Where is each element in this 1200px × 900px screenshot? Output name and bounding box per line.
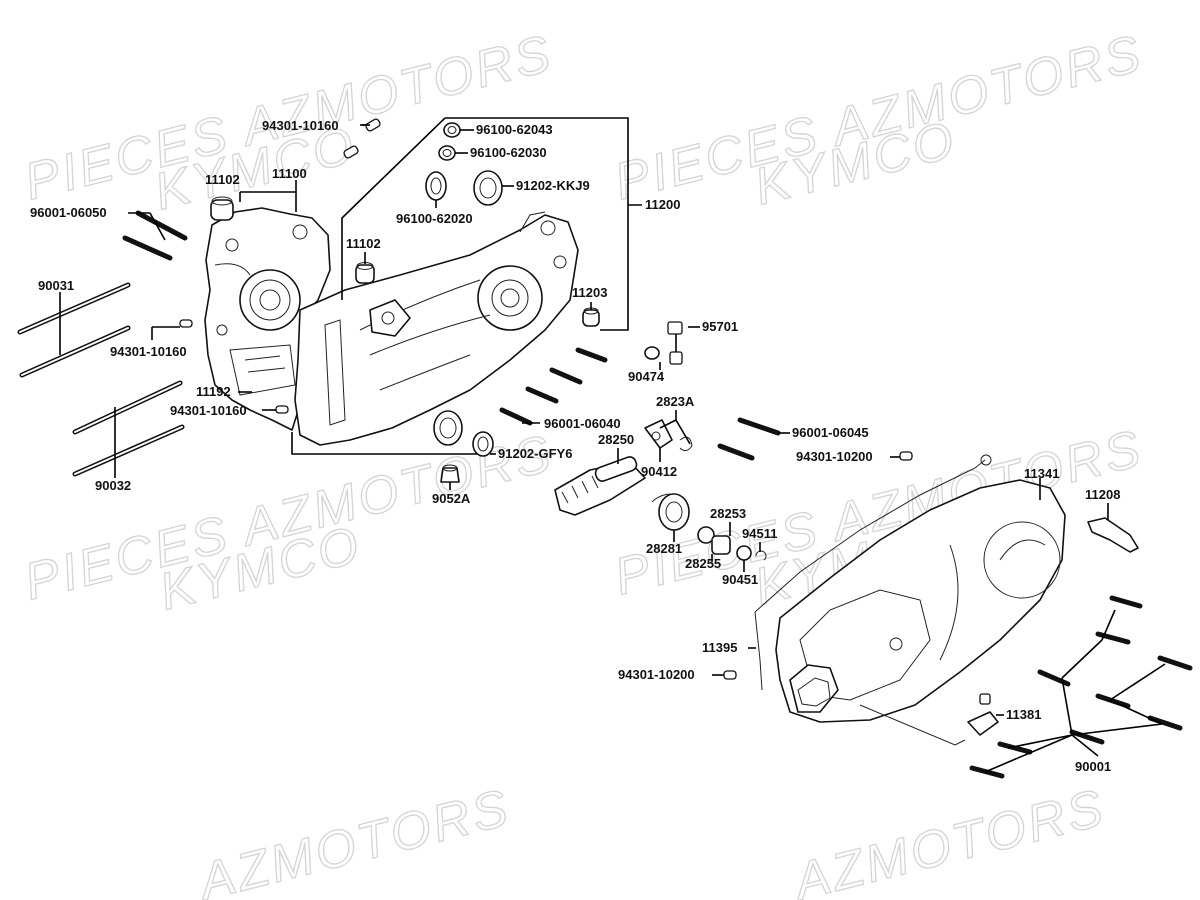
pin-94301-10200-low (723, 670, 737, 680)
label-9052A: 9052A (432, 491, 471, 506)
clip-90412 (679, 436, 693, 452)
label-11102: 11102 (346, 236, 381, 251)
studs-90032 (72, 380, 185, 477)
label-11192: 11192 (196, 384, 231, 399)
label-11200: 11200 (645, 197, 680, 212)
part-labels: 94301-10160 96100-62043 96100-62030 9120… (30, 118, 1120, 774)
label-11395: 11395 (702, 640, 737, 655)
leader-lines (59, 124, 1166, 773)
kick-shaft-28250 (554, 456, 646, 516)
label-28255: 28255 (685, 556, 721, 571)
oil-seal-91202-GFY6 (472, 431, 494, 457)
label-96100-62030: 96100-62030 (470, 145, 547, 160)
washer-90474 (644, 346, 660, 360)
label-11381: 11381 (1006, 707, 1041, 722)
label-91202-GFY6: 91202-GFY6 (498, 446, 572, 461)
label-96100-62020: 96100-62020 (396, 211, 473, 226)
label-90032: 90032 (95, 478, 131, 493)
studs-90031 (17, 282, 131, 378)
right-crankcase-11200 (294, 211, 579, 446)
label-11341: 11341 (1024, 466, 1059, 481)
gasket-11395 (754, 454, 992, 691)
label-94301-10200: 94301-10200 (796, 449, 873, 464)
label-94301-10160: 94301-10160 (262, 118, 339, 133)
pin-94301-10200-top (899, 451, 913, 461)
label-2823A: 2823A (656, 394, 695, 409)
seal-96100-62030 (438, 145, 456, 161)
washer-28255 (697, 526, 715, 544)
bolts-90001 (969, 595, 1193, 779)
clip-94511 (755, 550, 767, 561)
label-94301-10160: 94301-10160 (110, 344, 187, 359)
seal-lower-left (433, 410, 463, 446)
washer-90451 (736, 545, 752, 561)
label-11203: 11203 (572, 285, 607, 300)
label-90412: 90412 (641, 464, 677, 479)
group-bracket-11200 (291, 117, 642, 455)
gear-28281 (651, 493, 690, 531)
label-94301-10200: 94301-10200 (618, 667, 695, 682)
label-96001-06040: 96001-06040 (544, 416, 621, 431)
oil-seal-91202-KKJ9 (473, 170, 503, 206)
watermark-text: AZMOTORS (191, 779, 516, 900)
label-96001-06045: 96001-06045 (792, 425, 869, 440)
label-90001: 90001 (1075, 759, 1111, 774)
label-11100: 11100 (272, 166, 307, 181)
dowel-11102-b (355, 262, 375, 284)
label-96100-62043: 96100-62043 (476, 122, 553, 137)
bracket-11208 (1087, 517, 1139, 553)
label-90451: 90451 (722, 572, 758, 587)
label-28281: 28281 (646, 541, 682, 556)
label-94511: 94511 (742, 526, 777, 541)
pin-94301-10160-top (343, 118, 381, 159)
label-94301-10160: 94301-10160 (170, 403, 247, 418)
bearing-96100-62020 (425, 171, 447, 201)
label-28250: 28250 (598, 432, 634, 447)
bushing-28253 (711, 535, 731, 555)
transmission-cover-11341 (775, 479, 1066, 723)
label-91202-KKJ9: 91202-KKJ9 (516, 178, 590, 193)
label-96001-06050: 96001-06050 (30, 205, 107, 220)
spring-2823A (644, 419, 673, 449)
bolts-96001-06050 (122, 210, 188, 261)
label-11102: 11102 (205, 172, 240, 187)
label-90031: 90031 (38, 278, 74, 293)
pin-94301-10160-mid (179, 319, 193, 328)
label-95701: 95701 (702, 319, 738, 334)
seal-96100-62043 (443, 122, 461, 138)
plug-9052A (440, 464, 460, 483)
label-28253: 28253 (710, 506, 746, 521)
dowel-11203 (582, 307, 600, 327)
pin-94301-10160-low (275, 405, 289, 414)
bolts-96001-06045 (717, 417, 781, 461)
label-11208: 11208 (1085, 487, 1120, 502)
clip-11381 (859, 693, 999, 746)
bolts-96001-06040 (499, 347, 608, 426)
dowel-11102-a (210, 196, 234, 221)
label-90474: 90474 (628, 369, 665, 384)
watermark-text: AZMOTORS (786, 779, 1111, 900)
bolt-95701 (667, 321, 683, 365)
